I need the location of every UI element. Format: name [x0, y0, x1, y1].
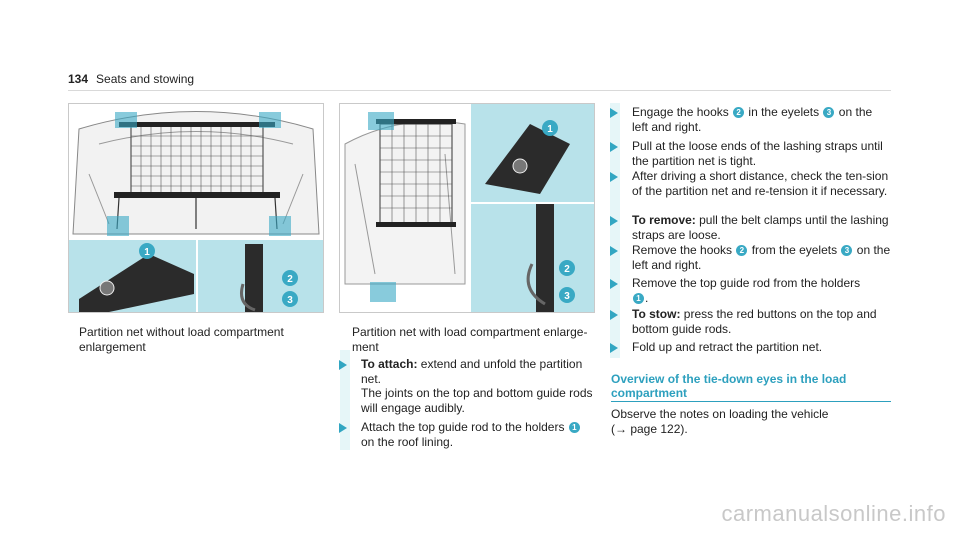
figure-partition-net-no-enlargement: 1 2 3: [68, 103, 324, 313]
callout-2: 2: [564, 264, 570, 275]
step-label: To attach:: [361, 357, 418, 371]
figure2-caption: Partition net with load compartment enla…: [352, 325, 588, 354]
step-arrow-icon: [610, 246, 618, 256]
callout-2: 2: [733, 107, 745, 118]
callout-1: 1: [547, 124, 553, 135]
page-header: 134 Seats and stowing: [68, 72, 194, 86]
section-name: Seats and stowing: [96, 72, 195, 86]
section-divider: [611, 401, 891, 402]
step-label: To remove:: [632, 213, 696, 227]
step-arrow-icon: [610, 343, 618, 353]
step-arrow-icon: [610, 279, 618, 289]
callout-3: 3: [823, 107, 835, 118]
callout-3: 3: [564, 291, 570, 302]
step-arrow-icon: [610, 142, 618, 152]
callout-3: 3: [841, 245, 853, 256]
step-attach-5: After driving a short distance, check th…: [610, 169, 891, 198]
step-stow-1: To stow: press the red buttons on the to…: [610, 307, 891, 336]
step-accent-bar: [610, 103, 620, 358]
page-reference-link[interactable]: (→ page 122).: [611, 421, 688, 436]
step-stow-2: Fold up and retract the partition net.: [610, 340, 891, 355]
step-arrow-icon: [610, 172, 618, 182]
watermark: carmanualsonline.info: [721, 501, 946, 526]
callout-1: 1: [144, 247, 150, 258]
callout-1: 1: [568, 422, 580, 433]
page-number: 134: [68, 72, 89, 86]
step-arrow-icon: [610, 216, 618, 226]
step-remove-1: To remove: pull the belt clamps until th…: [610, 213, 891, 242]
callout-3: 3: [287, 295, 293, 306]
figure-partition-net-with-enlargement: 1 2 3: [339, 103, 595, 313]
header-divider: [68, 90, 891, 91]
step-accent-bar: [340, 350, 350, 450]
step-arrow-icon: [610, 108, 618, 118]
step-attach-1: To attach: extend and unfold the partiti…: [339, 357, 593, 415]
section-title: Overview of the tie-down eyes in the loa…: [611, 372, 847, 400]
step-remove-3: Remove the top guide rod from the holder…: [610, 276, 891, 305]
callout-2: 2: [287, 274, 293, 285]
step-remove-2: Remove the hooks 2 from the eyelets 3 on…: [610, 243, 891, 272]
step-arrow-icon: [610, 310, 618, 320]
callout-2: 2: [736, 245, 748, 256]
step-label: To stow:: [632, 307, 681, 321]
section-note: Observe the notes on loading the vehicle…: [611, 407, 829, 436]
step-arrow-icon: [339, 423, 347, 433]
step-attach-4: Pull at the loose ends of the lashing st…: [610, 139, 891, 168]
figure1-caption: Partition net without load compartment e…: [79, 325, 284, 354]
step-attach-3: Engage the hooks 2 in the eyelets 3 on t…: [610, 105, 891, 134]
step-arrow-icon: [339, 360, 347, 370]
callout-1: 1: [633, 292, 644, 304]
step-attach-2: Attach the top guide rod to the holders …: [339, 420, 593, 449]
